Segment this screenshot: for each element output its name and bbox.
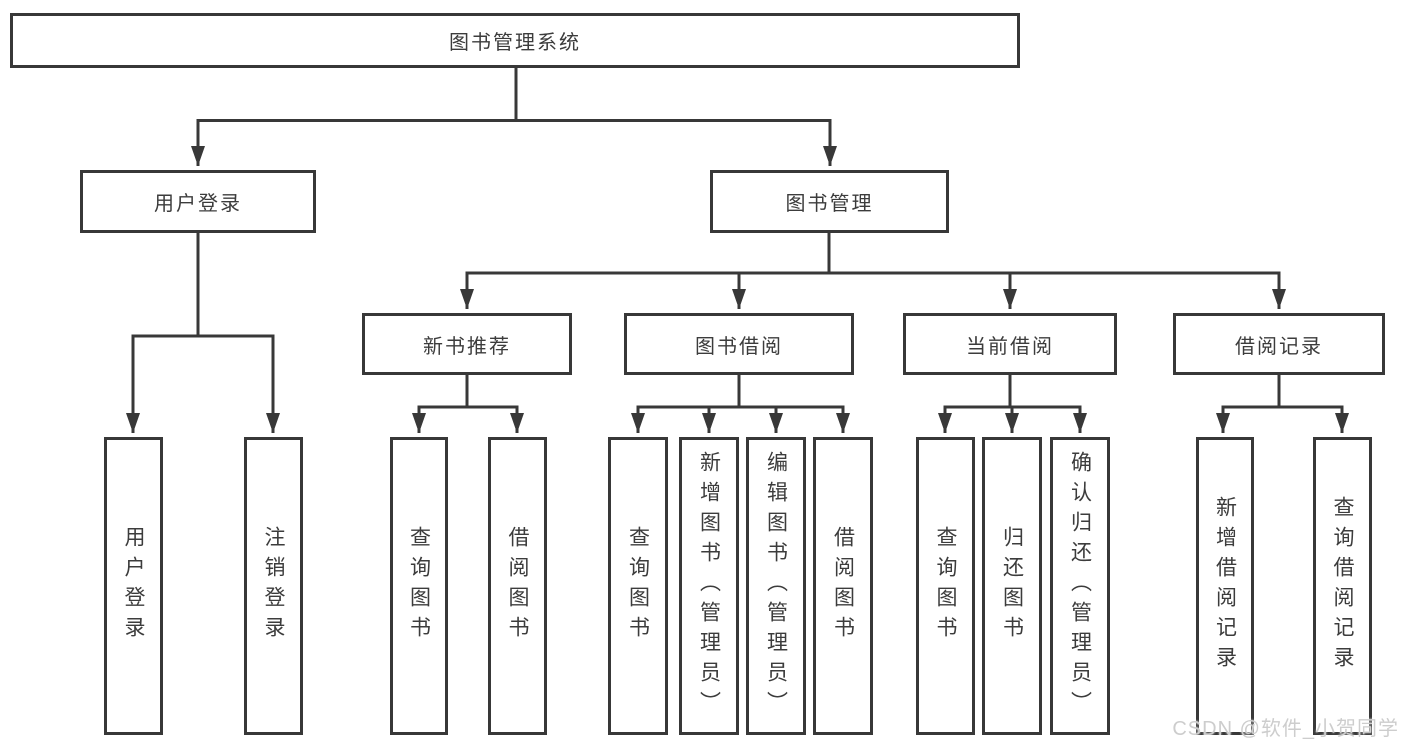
leaf-confirm-return-admin: 确认归还（管理员） [1050, 437, 1110, 735]
node-book-borrowing: 图书借阅 [624, 313, 854, 375]
node-label: 确认归还（管理员） [1068, 451, 1092, 721]
node-label: 图书借阅 [695, 335, 783, 358]
leaf-borrow-books-recommend: 借阅图书 [488, 437, 547, 735]
leaf-logout: 注销登录 [244, 437, 303, 735]
node-root-system: 图书管理系统 [10, 13, 1020, 68]
node-new-book-recommend: 新书推荐 [362, 313, 572, 375]
node-label: 用户登录 [154, 193, 242, 215]
node-label: 新增图书（管理员） [697, 451, 721, 721]
node-label: 归还图书 [1000, 526, 1024, 646]
leaf-return-books: 归还图书 [982, 437, 1042, 735]
leaf-user-login: 用户登录 [104, 437, 163, 735]
csdn-watermark: CSDN @软件_小贺同学 [1172, 718, 1399, 740]
leaf-edit-books-admin: 编辑图书（管理员） [746, 437, 806, 735]
node-current-borrowing: 当前借阅 [903, 313, 1117, 375]
node-label: 借阅图书 [831, 526, 855, 646]
node-label: 查询图书 [934, 526, 957, 646]
leaf-borrow-books: 借阅图书 [813, 437, 873, 735]
node-label: 查询图书 [626, 526, 650, 646]
node-user-login: 用户登录 [80, 170, 316, 233]
node-label: 查询图书 [407, 526, 431, 646]
node-label: 新书推荐 [423, 335, 511, 358]
leaf-query-borrow-record: 查询借阅记录 [1313, 437, 1372, 735]
node-label: 借阅图书 [506, 526, 529, 646]
node-label: 当前借阅 [966, 335, 1054, 358]
leaf-query-books-recommend: 查询图书 [390, 437, 448, 735]
node-label: 注销登录 [262, 526, 285, 646]
leaf-add-books-admin: 新增图书（管理员） [679, 437, 739, 735]
node-label: 图书管理 [785, 193, 874, 215]
node-label: 编辑图书（管理员） [764, 451, 788, 721]
node-label: 用户登录 [122, 526, 145, 646]
node-label: 图书管理系统 [449, 32, 581, 54]
node-label: 查询借阅记录 [1331, 496, 1354, 676]
leaf-query-books-borrowing: 查询图书 [608, 437, 668, 735]
node-borrowing-records: 借阅记录 [1173, 313, 1385, 375]
leaf-add-borrow-record: 新增借阅记录 [1196, 437, 1254, 735]
node-label: 借阅记录 [1235, 335, 1323, 358]
leaf-query-books-current: 查询图书 [916, 437, 975, 735]
node-book-management: 图书管理 [710, 170, 949, 233]
node-label: 新增借阅记录 [1213, 496, 1237, 676]
